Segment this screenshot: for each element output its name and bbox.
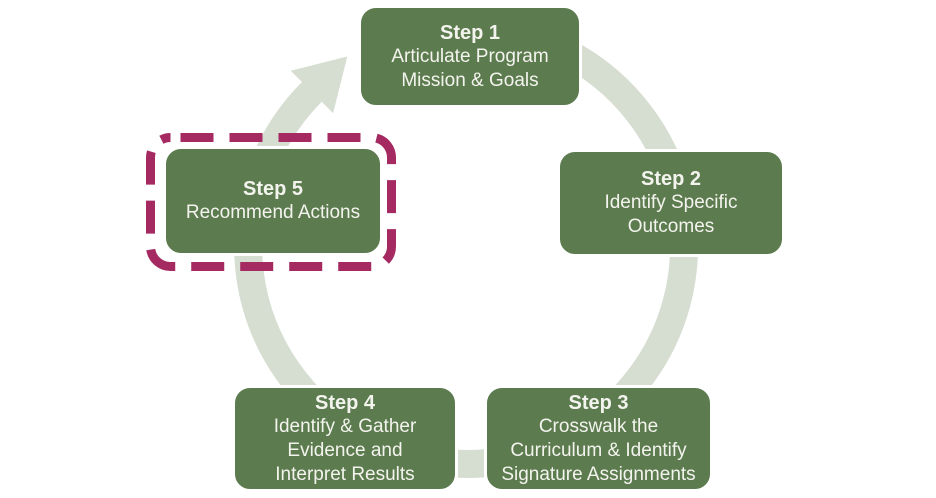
step-4-title: Step 4 bbox=[314, 391, 376, 414]
step-1-title: Step 1 bbox=[439, 21, 501, 44]
step-1-box: Step 1 Articulate Program Mission & Goal… bbox=[358, 5, 582, 108]
step-3-title: Step 3 bbox=[568, 391, 629, 414]
step-2-title: Step 2 bbox=[640, 168, 702, 190]
step-4-description: Identify & Gather Evidence and Interpret… bbox=[273, 415, 417, 485]
step-5-description: Recommend Actions bbox=[185, 202, 361, 223]
step-5-box: Step 5 Recommend Actions bbox=[163, 146, 383, 256]
step-2-box: Step 2 Identify Specific Outcomes bbox=[557, 149, 785, 257]
cycle-arrowhead-icon bbox=[290, 56, 348, 114]
step-5-title: Step 5 bbox=[242, 178, 304, 200]
step-1-description: Articulate Program Mission & Goals bbox=[391, 45, 549, 91]
step-3-box: Step 3 Crosswalk the Curriculum & Identi… bbox=[484, 385, 713, 492]
step-4-box: Step 4 Identify & Gather Evidence and In… bbox=[232, 385, 458, 492]
step-2-description: Identify Specific Outcomes bbox=[604, 192, 738, 237]
step-3-description: Crosswalk the Curriculum & Identify Sign… bbox=[501, 415, 696, 485]
step-5-highlight-border bbox=[146, 133, 396, 271]
